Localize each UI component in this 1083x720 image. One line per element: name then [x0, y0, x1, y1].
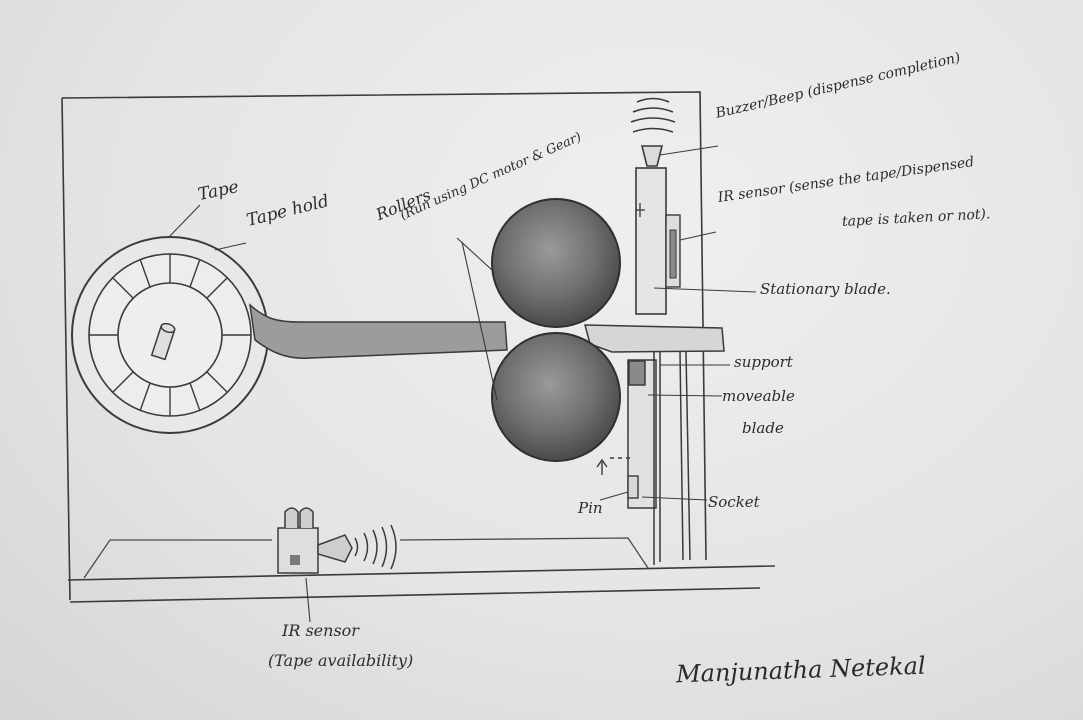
label-socket: Socket	[708, 494, 760, 511]
label-moveable: moveable	[722, 388, 795, 405]
label-ir-sensor-bottom: IR sensor	[282, 622, 359, 640]
tape-roll	[72, 237, 268, 433]
label-pin: Pin	[578, 500, 603, 517]
label-stationary-blade: Stationary blade.	[760, 281, 891, 298]
label-ir-sensor-bottom-note: (Tape availability)	[268, 652, 413, 670]
label-moveable-blade-cont: blade	[742, 420, 784, 437]
moveable-blade	[628, 352, 690, 565]
roller-bottom	[492, 333, 620, 461]
ir-sensor-bottom-icon	[278, 508, 396, 573]
label-support: support	[734, 354, 793, 371]
buzzer-icon	[631, 99, 675, 167]
tape-strip	[250, 305, 507, 358]
stationary-blade	[636, 168, 666, 314]
roller-top	[492, 199, 620, 327]
support-plate	[585, 325, 724, 352]
